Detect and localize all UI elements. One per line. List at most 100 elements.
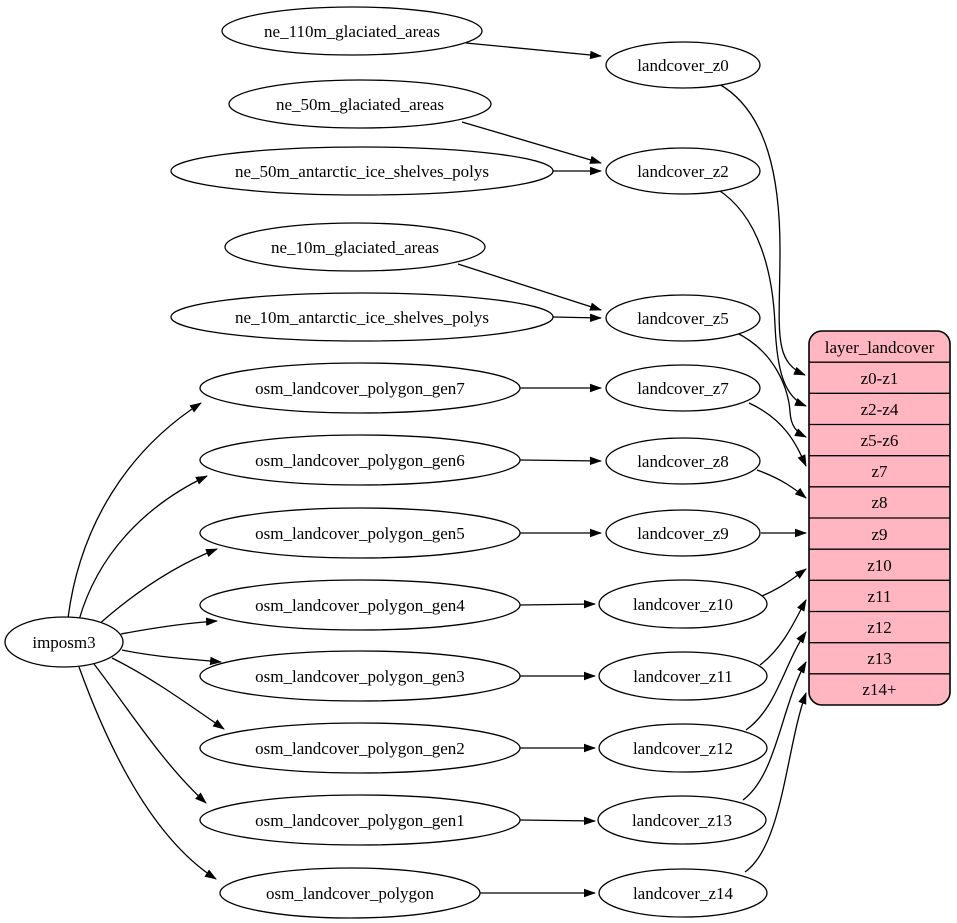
- node-shape: [199, 507, 521, 559]
- node-osm-landcover-polygon: osm_landcover_polygon: [219, 867, 481, 919]
- node-ne-50m-glaciated-areas: ne_50m_glaciated_areas: [228, 79, 492, 129]
- node-shape: [597, 795, 767, 845]
- label-imposm3: imposm3: [32, 633, 95, 652]
- label-ne-50m-glaciated-areas: ne_50m_glaciated_areas: [276, 95, 444, 114]
- label-ne-50m-antarctic-ice-shelves-polys: ne_50m_antarctic_ice_shelves_polys: [235, 162, 489, 181]
- label-landcover-z10: landcover_z10: [633, 595, 733, 614]
- node-shape: [598, 868, 768, 918]
- node-shape: [224, 222, 486, 272]
- table-layer-landcover: layer_landcover z0-z1 z2-z4 z5-z6 z7 z8 …: [808, 330, 951, 706]
- node-shape: [228, 79, 492, 129]
- label-ne-110m-glaciated-areas: ne_110m_glaciated_areas: [264, 22, 440, 41]
- node-osm-landcover-polygon-gen5: osm_landcover_polygon_gen5: [199, 507, 521, 559]
- edge-imposm3-to-gen6: [78, 475, 208, 621]
- node-shape: [598, 651, 768, 701]
- node-landcover-z0: landcover_z0: [605, 41, 761, 89]
- edge-ne10m-to-z5: [457, 263, 602, 311]
- label-landcover-z13: landcover_z13: [632, 811, 732, 830]
- table-row-label: z8: [871, 493, 887, 512]
- label-osm-landcover-polygon-gen4: osm_landcover_polygon_gen4: [255, 596, 465, 615]
- edge-imposm3-to-gen5: [96, 548, 218, 627]
- node-shape: [605, 41, 761, 89]
- edge-z13-to-row-z13: [742, 661, 807, 801]
- node-osm-landcover-polygon-gen4: osm_landcover_polygon_gen4: [199, 579, 521, 631]
- node-shape: [199, 434, 521, 486]
- node-osm-landcover-polygon-gen7: osm_landcover_polygon_gen7: [199, 362, 521, 414]
- node-landcover-z11: landcover_z11: [598, 651, 768, 701]
- node-shape: [199, 722, 521, 774]
- edge-ne50m-to-z2: [461, 121, 602, 164]
- edge-imposm3-fan: [67, 402, 225, 880]
- edge-layer-sources: [457, 42, 602, 898]
- edge-z8-to-row-z8: [756, 469, 807, 499]
- node-ne-50m-antarctic-ice-shelves-polys: ne_50m_antarctic_ice_shelves_polys: [170, 146, 554, 196]
- edge-z11-to-row-z11: [759, 599, 807, 666]
- table-row-label: z9: [871, 525, 887, 544]
- node-ne-110m-glaciated-areas: ne_110m_glaciated_areas: [221, 6, 483, 56]
- table-title: layer_landcover: [825, 338, 935, 357]
- label-osm-landcover-polygon-gen5: osm_landcover_polygon_gen5: [255, 524, 465, 543]
- label-osm-landcover-polygon: osm_landcover_polygon: [266, 884, 435, 903]
- label-osm-landcover-polygon-gen6: osm_landcover_polygon_gen6: [255, 451, 465, 470]
- node-shape: [199, 362, 521, 414]
- edge-imposm3-to-polygon: [78, 666, 217, 880]
- label-landcover-z9: landcover_z9: [637, 524, 729, 543]
- edge-gen6-to-z8: [519, 456, 602, 466]
- label-osm-landcover-polygon-gen1: osm_landcover_polygon_gen1: [255, 811, 465, 830]
- label-landcover-z14: landcover_z14: [633, 884, 734, 903]
- node-landcover-z12: landcover_z12: [598, 723, 768, 773]
- node-landcover-z14: landcover_z14: [598, 868, 768, 918]
- node-landcover-z9: landcover_z9: [605, 509, 761, 557]
- node-shape: [605, 437, 761, 485]
- edge-imposm3-to-gen7: [67, 402, 202, 619]
- node-osm-landcover-polygon-gen1: osm_landcover_polygon_gen1: [199, 794, 521, 846]
- edge-gen4-to-z10: [519, 599, 596, 609]
- node-landcover-z10: landcover_z10: [598, 579, 768, 629]
- node-shape: [199, 650, 521, 702]
- node-osm-landcover-polygon-gen3: osm_landcover_polygon_gen3: [199, 650, 521, 702]
- edge-table-links: [716, 83, 807, 873]
- node-shape: [605, 364, 761, 412]
- label-osm-landcover-polygon-gen2: osm_landcover_polygon_gen2: [255, 739, 465, 758]
- edge-gen1-to-z13: [519, 816, 596, 826]
- table-row-label: z0-z1: [861, 369, 899, 388]
- node-shape: [199, 794, 521, 846]
- node-shape: [605, 294, 761, 342]
- edge-z12-to-row-z12: [745, 631, 807, 731]
- edge-imposm3-to-gen2: [111, 657, 225, 730]
- edge-imposm3-to-gen1: [93, 663, 207, 804]
- table-row-label: z10: [867, 556, 892, 575]
- table-row-label: z7: [871, 462, 888, 481]
- node-shape: [199, 579, 521, 631]
- edge-ne110m-to-z0: [465, 42, 602, 60]
- node-shape: [219, 867, 481, 919]
- table-row-label: z14+: [862, 680, 896, 699]
- label-ne-10m-antarctic-ice-shelves-polys: ne_10m_antarctic_ice_shelves_polys: [235, 308, 489, 327]
- edge-z14-to-row-z14: [744, 692, 807, 873]
- edge-z10-to-row-z10: [761, 568, 807, 597]
- node-shape: [598, 723, 768, 773]
- node-shape: [221, 6, 483, 56]
- label-landcover-z8: landcover_z8: [637, 452, 729, 471]
- node-shape: [605, 509, 761, 557]
- edge-z2-to-row-z2-z4: [716, 188, 807, 407]
- node-osm-landcover-polygon-gen2: osm_landcover_polygon_gen2: [199, 722, 521, 774]
- edge-z7-to-row-z7: [748, 402, 807, 467]
- label-ne-10m-glaciated-areas: ne_10m_glaciated_areas: [271, 238, 439, 257]
- node-shape: [605, 147, 761, 195]
- node-imposm3: imposm3: [4, 616, 124, 668]
- table-row-label: z13: [867, 649, 892, 668]
- label-landcover-z5: landcover_z5: [637, 309, 729, 328]
- node-shape: [4, 616, 124, 668]
- edge-z0-to-row-z0-z1: [718, 83, 806, 376]
- node-landcover-z7: landcover_z7: [605, 364, 761, 412]
- label-landcover-z2: landcover_z2: [637, 162, 729, 181]
- label-osm-landcover-polygon-gen7: osm_landcover_polygon_gen7: [255, 379, 465, 398]
- table-row-label: z11: [868, 587, 892, 606]
- edge-ne10m-ais-to-z5: [552, 313, 602, 322]
- node-ne-10m-glaciated-areas: ne_10m_glaciated_areas: [224, 222, 486, 272]
- node-shape: [170, 292, 554, 342]
- edge-imposm3-to-gen4: [120, 617, 218, 635]
- node-landcover-z13: landcover_z13: [597, 795, 767, 845]
